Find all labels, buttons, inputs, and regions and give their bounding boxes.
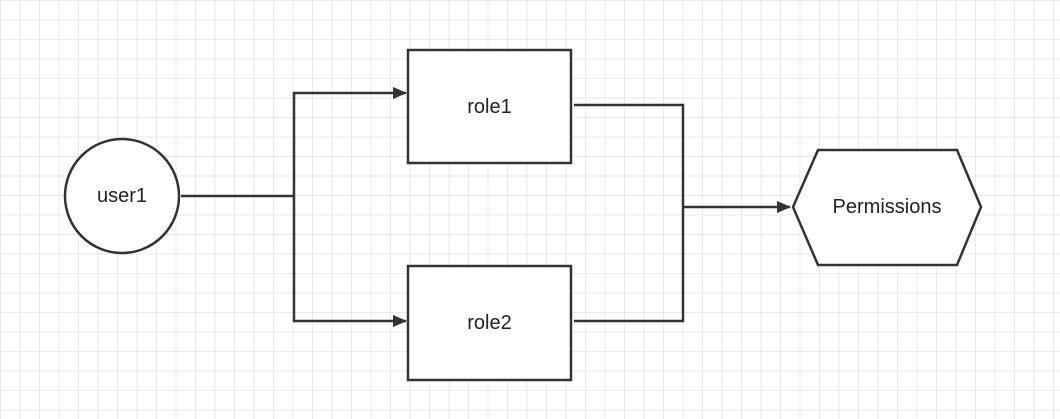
node-role2[interactable]: role2	[406, 264, 573, 382]
node-user1-shape	[63, 137, 181, 255]
node-user1[interactable]: user1	[63, 137, 181, 255]
node-role1-shape	[406, 48, 573, 165]
node-permissions[interactable]: Permissions	[791, 148, 983, 267]
node-role2-shape	[406, 264, 573, 382]
node-role1[interactable]: role1	[406, 48, 573, 165]
node-permissions-shape	[791, 148, 983, 267]
node-user1-label: user1	[97, 185, 147, 207]
node-role2-label: role2	[467, 312, 511, 334]
edge-user1-to-role1	[292, 87, 407, 196]
edge-user1-to-role2	[292, 196, 407, 327]
node-role1-label: role1	[467, 96, 511, 118]
edge-role1-to-merge	[574, 103, 685, 207]
edge-role2-to-merge	[574, 207, 685, 323]
edges	[181, 87, 791, 327]
node-permissions-label: Permissions	[833, 196, 942, 218]
